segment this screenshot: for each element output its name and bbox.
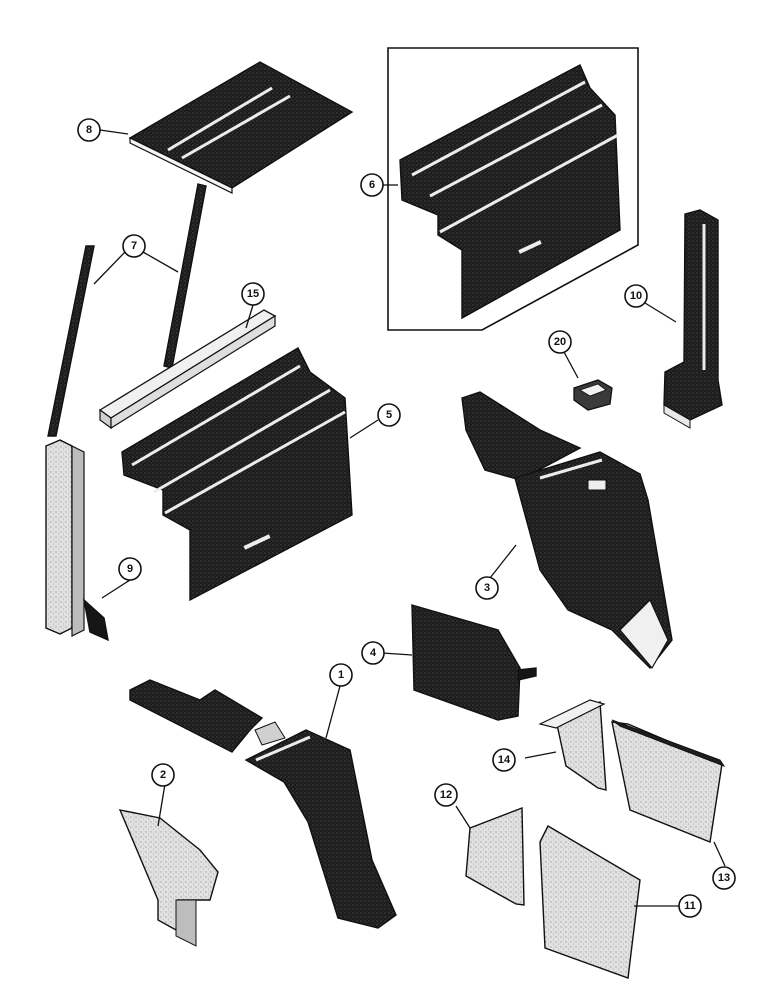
svg-text:20: 20 bbox=[554, 336, 566, 348]
part-7-strips bbox=[47, 183, 207, 437]
part-8-top-panel bbox=[128, 61, 354, 194]
callout-11: 11 bbox=[678, 894, 702, 918]
callout-9: 9 bbox=[118, 557, 142, 581]
callout-8: 8 bbox=[77, 118, 101, 142]
svg-text:9: 9 bbox=[127, 563, 133, 575]
svg-text:14: 14 bbox=[498, 754, 511, 766]
svg-text:4: 4 bbox=[370, 647, 377, 659]
svg-text:8: 8 bbox=[86, 124, 92, 136]
svg-text:5: 5 bbox=[386, 409, 392, 421]
callout-6: 6 bbox=[360, 173, 384, 197]
svg-text:13: 13 bbox=[718, 872, 730, 884]
svg-text:15: 15 bbox=[247, 288, 259, 300]
part-13-panel bbox=[611, 719, 726, 843]
part-12-panel bbox=[465, 806, 525, 906]
part-2-bracket bbox=[118, 809, 219, 947]
callout-15: 15 bbox=[241, 282, 265, 306]
part-6-inset-frame bbox=[387, 47, 639, 331]
svg-text:12: 12 bbox=[440, 789, 452, 801]
leader-lines bbox=[93, 129, 726, 907]
svg-text:3: 3 bbox=[484, 582, 490, 594]
part-10-bracket bbox=[663, 209, 723, 429]
part-9-channel bbox=[45, 439, 109, 642]
callout-3: 3 bbox=[475, 576, 499, 600]
callout-10: 10 bbox=[624, 284, 648, 308]
part-4-panel bbox=[411, 604, 537, 721]
svg-text:6: 6 bbox=[369, 179, 375, 191]
callout-14: 14 bbox=[492, 748, 516, 772]
part-11-panel bbox=[539, 825, 641, 979]
svg-text:11: 11 bbox=[684, 900, 696, 912]
part-20-clip bbox=[573, 379, 613, 411]
callout-4: 4 bbox=[361, 641, 385, 665]
part-14-panel bbox=[538, 699, 607, 791]
callout-12: 12 bbox=[434, 783, 458, 807]
part-1-fender bbox=[129, 679, 397, 929]
svg-text:10: 10 bbox=[630, 290, 642, 302]
part-5-panel bbox=[121, 347, 353, 602]
svg-text:2: 2 bbox=[160, 769, 166, 781]
callout-1: 1 bbox=[329, 663, 353, 687]
svg-text:7: 7 bbox=[131, 240, 137, 252]
svg-text:1: 1 bbox=[338, 669, 344, 681]
part-15-bar bbox=[98, 309, 277, 430]
callout-20: 20 bbox=[548, 330, 572, 354]
callout-7: 7 bbox=[122, 234, 146, 258]
callout-13: 13 bbox=[712, 866, 736, 890]
callout-2: 2 bbox=[151, 763, 175, 787]
callout-5: 5 bbox=[377, 403, 401, 427]
part-3-housing bbox=[461, 391, 673, 670]
